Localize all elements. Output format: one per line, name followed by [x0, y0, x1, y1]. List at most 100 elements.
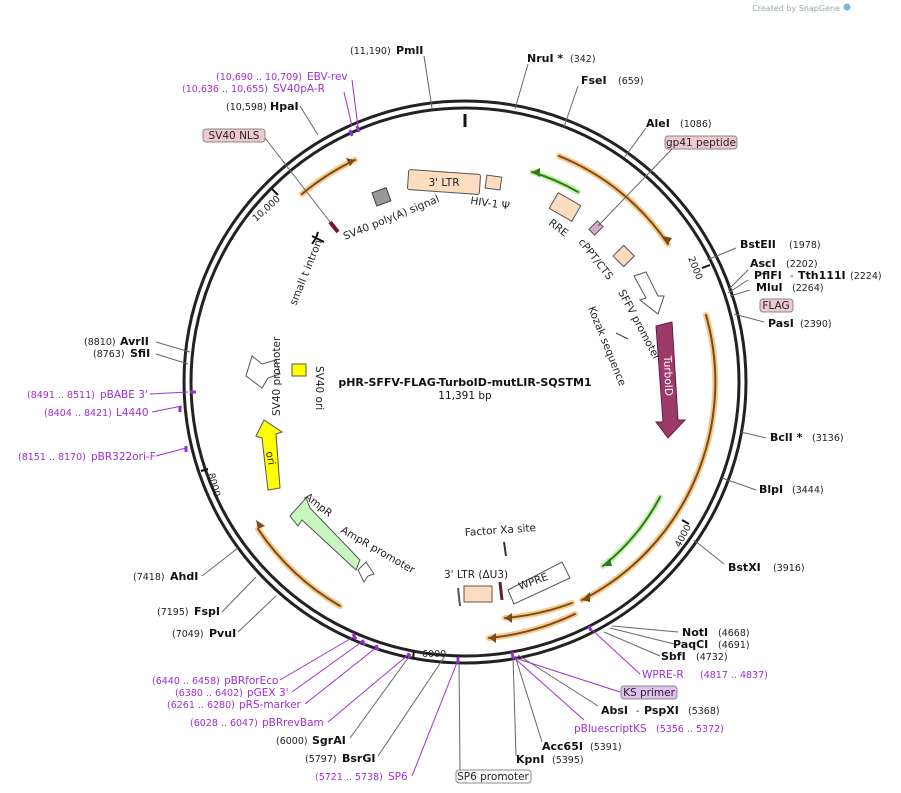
site-sgrai-pos: (6000): [276, 736, 308, 747]
sv40-promoter-label: SV40 promoter: [271, 336, 283, 416]
primer-ks: KS primer: [623, 687, 675, 699]
primer-pbrrevbam-pos: (6028 .. 6047): [190, 718, 258, 729]
site-paqci-pos: (4691): [718, 640, 750, 651]
site-bcli: BclI *: [770, 431, 803, 444]
site-pmli-pos: (11,190): [350, 46, 391, 57]
sv40-nls-box: [202, 128, 266, 143]
site-ahdi-pos: (7418): [133, 572, 165, 583]
kozak-marker: [615, 332, 629, 340]
site-bstxi-pos: (3916): [773, 563, 805, 574]
hiv-psi-box: [484, 174, 503, 191]
site-asci: AscI: [750, 257, 776, 270]
primer-pbr322: pBR322ori-F: [91, 451, 156, 463]
site-mlui-pos: (2264): [792, 283, 824, 294]
site-bsteii-pos: (1978): [789, 240, 821, 251]
primer-prs: pRS-marker: [239, 699, 302, 711]
site-alei-pos: (1086): [680, 119, 712, 130]
primer-wpre: WPRE-R: [642, 669, 684, 681]
site-bstxi: BstXI: [728, 561, 761, 574]
site-kpni: KpnI: [516, 753, 544, 766]
snapgene-logo-icon: [843, 3, 851, 11]
ltr3-du3-right-mark: [498, 581, 504, 601]
site-fspi: FspI: [194, 605, 220, 618]
tick-label-6000: 6000: [422, 649, 446, 660]
primer-pbluescript-pos: (5356 .. 5372): [656, 724, 724, 735]
primer-prs-pos: (6261 .. 6280): [167, 700, 235, 711]
site-fsei-pos: (659): [618, 76, 644, 87]
site-fsei: FseI: [581, 74, 607, 87]
gp41-connector: [597, 148, 673, 227]
flag-label: FLAG: [762, 300, 789, 312]
primer-sv40pa-pos: (10,636 .. 10,655): [182, 84, 268, 95]
primer-sp6-pos: (5721 .. 5738): [315, 772, 383, 783]
site-acc65i: Acc65I: [542, 740, 583, 753]
ks-primer-box: [620, 685, 678, 700]
site-hpai: HpaI: [270, 100, 299, 113]
enzyme-connectors: [155, 55, 767, 771]
site-pvui-pos: (7049): [172, 629, 204, 640]
primer-pbrforeco: pBRforEco: [224, 675, 278, 687]
site-bcli-pos: (3136): [812, 433, 844, 444]
site-paqci: PaqCI: [673, 638, 708, 651]
sv40-nls-marker: [328, 220, 340, 234]
factor-xa-marker: [503, 541, 507, 557]
primer-sv40pa: SV40pA-R: [273, 83, 325, 95]
sv40-promoter-arrow: [245, 355, 281, 389]
site-mlui: MluI: [756, 281, 783, 294]
rre-label: RRE: [546, 217, 570, 240]
sffv-small-box: [612, 244, 636, 268]
site-hpai-pos: (10,598): [226, 102, 267, 113]
site-sfii: SfiI: [130, 347, 150, 360]
site-pflfi: PflFI: [754, 269, 782, 282]
feature-highlight-arcs: [255, 153, 719, 641]
sv40-ori-box: [291, 363, 307, 377]
wpre-box: [507, 561, 571, 605]
gp41-box: [664, 135, 738, 150]
primer-wpre-pos: (4817 .. 4837): [700, 670, 768, 681]
ampr-promoter-arrow: [357, 561, 375, 583]
cppt-label: cPPT/CTS: [576, 236, 616, 282]
site-sbfi: SbfI: [661, 650, 686, 663]
plasmid-name: pHR-SFFV-FLAG-TurboID-mutLIR-SQSTM1: [338, 376, 591, 389]
tick-marks: [200, 188, 711, 660]
site-blpi-pos: (3444): [792, 485, 824, 496]
small-t-intron-icon: [311, 231, 325, 245]
site-pspxi: PspXI: [644, 704, 679, 717]
site-tth111i: Tth111I: [798, 269, 846, 282]
tick-label-10000: 10,000: [251, 194, 283, 224]
sv40-ori-label: SV40 ori: [313, 366, 325, 410]
primer-connectors: [149, 79, 641, 777]
site-asci-pos: (2202): [786, 259, 818, 270]
primer-pgex-pos: (6380 .. 6402): [175, 688, 243, 699]
site-sbfi-pos: (4732): [696, 652, 728, 663]
primer-pbrrevbam: pBRrevBam: [262, 717, 324, 729]
site-absi: AbsI: [601, 704, 628, 717]
site-noti-pos: (4668): [718, 628, 750, 639]
ltr3-du3-label: 3' LTR (ΔU3): [444, 569, 508, 581]
site-bsrgi-pos: (5797): [305, 754, 337, 765]
site-alei: AleI: [646, 117, 670, 130]
primer-ebv: EBV-rev: [307, 71, 348, 83]
turboid-label: TurboID: [661, 355, 674, 396]
plasmid-size: 11,391 bp: [438, 390, 492, 402]
primer-pbr322-pos: (8151 .. 8170): [18, 452, 86, 463]
site-pflfi-pos: (2224): [850, 271, 882, 282]
sv40-polya-box: [371, 187, 392, 207]
sv40-nls-label: SV40 NLS: [209, 130, 260, 142]
site-avrii: AvrII: [120, 335, 149, 348]
tick-label-2000: 2000: [685, 255, 704, 282]
site-bsteii: BstEII: [740, 238, 776, 251]
primer-l4440: L4440: [116, 407, 149, 419]
site-pasi-pos: (2390): [800, 319, 832, 330]
site-absi-pos: (5368): [688, 706, 720, 717]
gp41-label: gp41 peptide: [666, 137, 736, 149]
site-pvui: PvuI: [209, 627, 236, 640]
site-kpni-pos: (5395): [552, 755, 584, 766]
primer-pgex: pGEX 3': [247, 687, 289, 699]
site-fspi-pos: (7195): [157, 607, 189, 618]
ltr3-feature-box: [407, 169, 481, 195]
ampr-arrow: [289, 497, 361, 571]
site-blpi: BlpI: [759, 483, 783, 496]
backbone-outer-circle: [182, 99, 748, 665]
site-absi-sep: -: [636, 706, 639, 717]
